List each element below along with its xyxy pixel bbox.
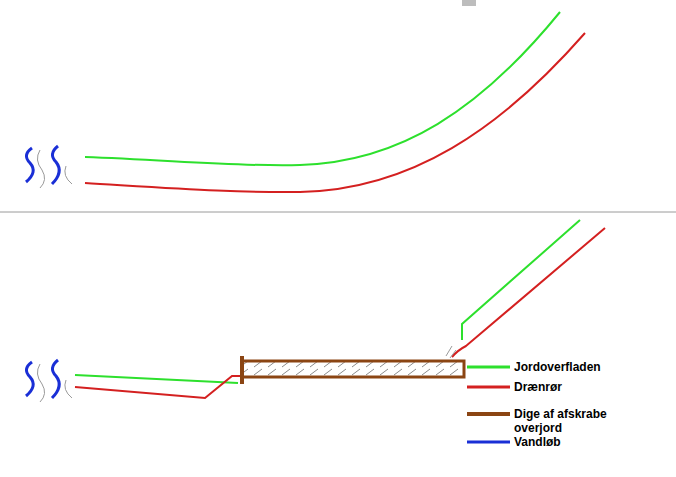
legend-sample (467, 366, 510, 369)
drain-pipe (452, 228, 605, 357)
legend-label: Dige af afskrabe overjord (514, 407, 614, 435)
legend-sample (467, 412, 510, 416)
separator (0, 212, 676, 213)
soil-surface (85, 12, 560, 165)
watermark-logo (462, 0, 476, 6)
drain-pipe (75, 376, 240, 398)
legend-label: Jordoverfladen (514, 360, 614, 374)
soil-surface (75, 375, 238, 383)
legend-label: Drænrør (514, 380, 614, 394)
legend-sample (467, 441, 510, 444)
soil-surface (462, 220, 580, 340)
dike-edge (240, 356, 244, 384)
legend-label: Vandløb (514, 435, 614, 449)
dike (242, 361, 464, 377)
drain-pipe (85, 33, 585, 192)
outlet-mark (446, 346, 456, 358)
legend-sample (467, 386, 510, 389)
stream-symbol (26, 360, 72, 402)
stream-symbol (26, 146, 72, 188)
